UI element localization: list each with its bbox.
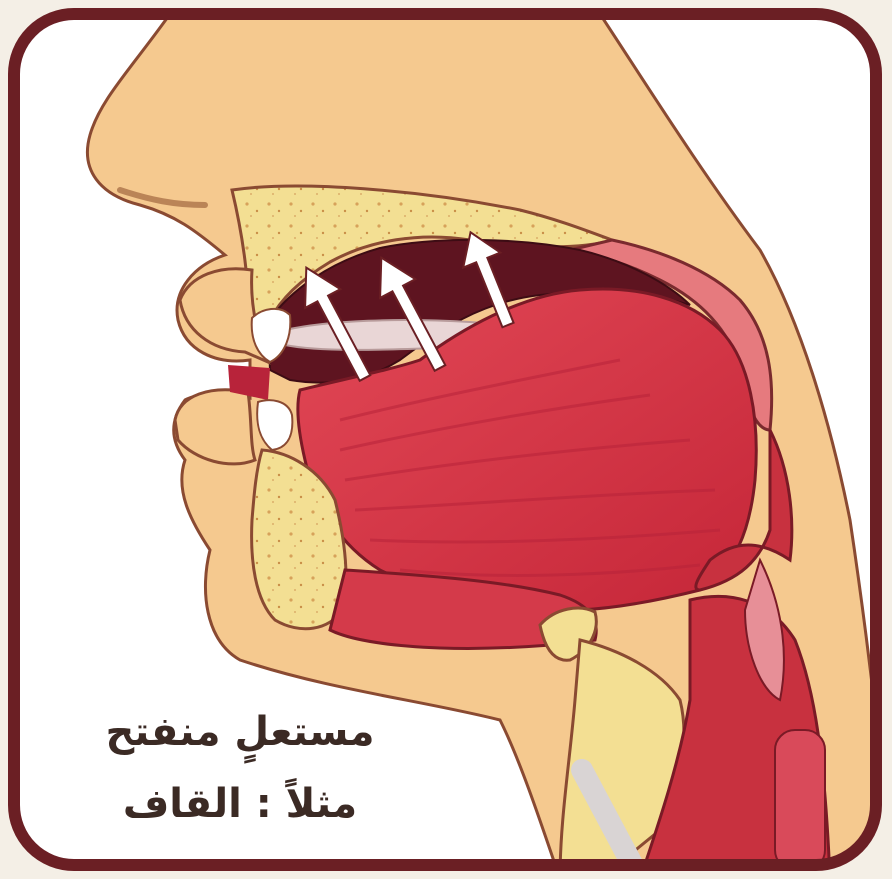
trachea-ring <box>775 730 825 870</box>
caption-line-2: مثلاً : القاف <box>70 784 410 824</box>
caption-line-1: مستعلٍ منفتح <box>70 712 410 752</box>
